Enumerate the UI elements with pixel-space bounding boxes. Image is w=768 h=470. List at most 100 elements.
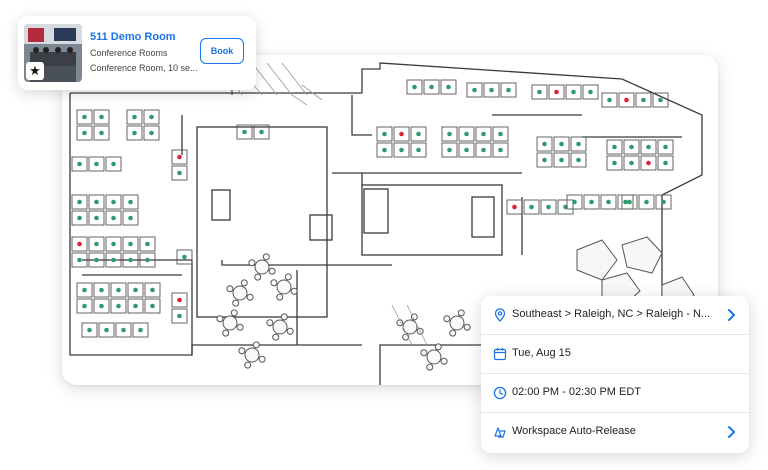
- star-icon[interactable]: ★: [26, 62, 44, 80]
- date-row[interactable]: Tue, Aug 15: [481, 335, 749, 374]
- desk[interactable]: [570, 152, 587, 168]
- available-desk-marker[interactable]: [116, 303, 121, 309]
- available-desk-marker[interactable]: [94, 215, 99, 221]
- chevron-right-icon[interactable]: [725, 308, 737, 322]
- desk[interactable]: [88, 236, 105, 252]
- desk[interactable]: [144, 298, 161, 314]
- available-desk-marker[interactable]: [149, 114, 154, 120]
- desk[interactable]: [122, 236, 139, 252]
- desk[interactable]: [506, 199, 523, 215]
- desk[interactable]: [423, 79, 440, 95]
- desk[interactable]: [126, 125, 143, 141]
- available-desk-marker[interactable]: [489, 87, 494, 93]
- desk[interactable]: [565, 84, 582, 100]
- desk[interactable]: [570, 136, 587, 152]
- desk[interactable]: [492, 142, 509, 158]
- desk[interactable]: [601, 92, 618, 108]
- available-desk-marker[interactable]: [94, 257, 99, 263]
- available-desk-marker[interactable]: [128, 241, 133, 247]
- available-desk-marker[interactable]: [588, 89, 593, 95]
- available-desk-marker[interactable]: [612, 144, 617, 150]
- desk[interactable]: [71, 194, 88, 210]
- available-desk-marker[interactable]: [589, 199, 594, 205]
- available-desk-marker[interactable]: [416, 131, 421, 137]
- available-desk-marker[interactable]: [111, 215, 116, 221]
- desk[interactable]: [657, 139, 674, 155]
- chevron-right-icon[interactable]: [725, 425, 737, 439]
- occupied-desk-marker[interactable]: [624, 97, 629, 103]
- desk[interactable]: [475, 142, 492, 158]
- desk[interactable]: [143, 125, 160, 141]
- available-desk-marker[interactable]: [542, 141, 547, 147]
- book-button[interactable]: Book: [200, 38, 244, 64]
- desk[interactable]: [410, 126, 427, 142]
- available-desk-marker[interactable]: [104, 327, 109, 333]
- desk[interactable]: [466, 82, 483, 98]
- location-row[interactable]: Southeast > Raleigh, NC > Raleigh - N...: [481, 296, 749, 335]
- available-desk-marker[interactable]: [111, 241, 116, 247]
- desk[interactable]: [376, 142, 393, 158]
- desk[interactable]: [76, 298, 93, 314]
- desk[interactable]: [76, 109, 93, 125]
- desk[interactable]: [458, 142, 475, 158]
- desk[interactable]: [536, 152, 553, 168]
- desk[interactable]: [393, 126, 410, 142]
- available-desk-marker[interactable]: [481, 131, 486, 137]
- available-desk-marker[interactable]: [77, 257, 82, 263]
- desk[interactable]: [71, 156, 88, 172]
- desk[interactable]: [441, 142, 458, 158]
- desk[interactable]: [105, 156, 122, 172]
- occupied-desk-marker[interactable]: [77, 241, 82, 247]
- available-desk-marker[interactable]: [576, 141, 581, 147]
- available-desk-marker[interactable]: [623, 199, 628, 205]
- desk[interactable]: [105, 210, 122, 226]
- desk[interactable]: [475, 126, 492, 142]
- occupied-desk-marker[interactable]: [177, 297, 182, 303]
- available-desk-marker[interactable]: [82, 303, 87, 309]
- desk[interactable]: [531, 84, 548, 100]
- available-desk-marker[interactable]: [542, 157, 547, 163]
- desk[interactable]: [406, 79, 423, 95]
- available-desk-marker[interactable]: [82, 130, 87, 136]
- desk[interactable]: [93, 109, 110, 125]
- desk[interactable]: [483, 82, 500, 98]
- available-desk-marker[interactable]: [145, 241, 150, 247]
- available-desk-marker[interactable]: [94, 161, 99, 167]
- time-row[interactable]: 02:00 PM - 02:30 PM EDT: [481, 374, 749, 413]
- desk[interactable]: [176, 249, 193, 265]
- available-desk-marker[interactable]: [446, 84, 451, 90]
- desk[interactable]: [635, 92, 652, 108]
- desk[interactable]: [76, 282, 93, 298]
- available-desk-marker[interactable]: [177, 170, 182, 176]
- available-desk-marker[interactable]: [416, 147, 421, 153]
- available-desk-marker[interactable]: [111, 257, 116, 263]
- desk[interactable]: [81, 322, 98, 338]
- desk[interactable]: [171, 292, 188, 308]
- available-desk-marker[interactable]: [77, 161, 82, 167]
- available-desk-marker[interactable]: [87, 327, 92, 333]
- desk[interactable]: [623, 155, 640, 171]
- desk[interactable]: [582, 84, 599, 100]
- available-desk-marker[interactable]: [663, 144, 668, 150]
- available-desk-marker[interactable]: [242, 129, 247, 135]
- available-desk-marker[interactable]: [629, 160, 634, 166]
- available-desk-marker[interactable]: [658, 97, 663, 103]
- desk[interactable]: [127, 282, 144, 298]
- available-desk-marker[interactable]: [94, 241, 99, 247]
- available-desk-marker[interactable]: [447, 147, 452, 153]
- desk[interactable]: [88, 210, 105, 226]
- desk[interactable]: [127, 298, 144, 314]
- desk[interactable]: [98, 322, 115, 338]
- available-desk-marker[interactable]: [99, 130, 104, 136]
- desk[interactable]: [553, 136, 570, 152]
- available-desk-marker[interactable]: [99, 303, 104, 309]
- available-desk-marker[interactable]: [447, 131, 452, 137]
- desk[interactable]: [139, 236, 156, 252]
- available-desk-marker[interactable]: [641, 97, 646, 103]
- desk[interactable]: [566, 194, 583, 210]
- desk[interactable]: [105, 252, 122, 268]
- available-desk-marker[interactable]: [133, 287, 138, 293]
- desk[interactable]: [441, 126, 458, 142]
- desk[interactable]: [606, 155, 623, 171]
- desk[interactable]: [139, 252, 156, 268]
